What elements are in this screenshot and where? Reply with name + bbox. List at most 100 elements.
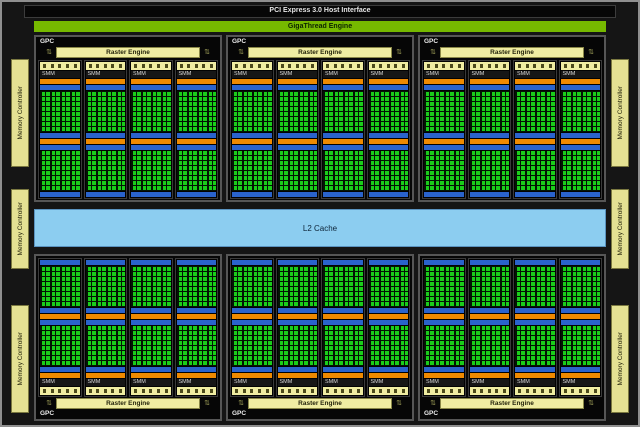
warp-scheduler-bar — [40, 79, 80, 84]
smm-label: SMM — [369, 71, 409, 78]
cuda-core-grid — [323, 91, 363, 132]
smm-label: SMM — [232, 379, 272, 386]
register-file-bar — [424, 145, 464, 150]
register-file-bar — [323, 308, 363, 313]
warp-scheduler-bar — [561, 139, 601, 144]
load-store-texture-bar — [177, 133, 217, 138]
gpc-label: GPC — [38, 38, 218, 46]
register-file-bar — [278, 85, 318, 90]
polymorph-icon — [157, 64, 160, 68]
register-file-bar — [369, 145, 409, 150]
polymorph-icon — [427, 389, 430, 393]
smm-unit-1-2: SMM — [321, 60, 365, 199]
smm-unit-3-0: SMM — [38, 258, 82, 397]
polymorph-icon — [503, 389, 506, 393]
memory-controller-bar-right-2: Memory Controller — [611, 305, 629, 413]
register-file-bar — [561, 367, 601, 372]
smm-unit-5-3: SMM — [559, 258, 603, 397]
polymorph-icon — [266, 389, 269, 393]
cuda-core-grid — [424, 151, 464, 192]
register-file-bar — [278, 308, 318, 313]
load-store-texture-bar — [369, 133, 409, 138]
smm-label: SMM — [40, 71, 80, 78]
register-file-bar — [323, 367, 363, 372]
register-file-bar — [86, 85, 126, 90]
polymorph-icon — [341, 389, 344, 393]
cuda-core-grid — [131, 326, 171, 367]
warp-scheduler-bar — [561, 314, 601, 319]
polymorph-icon — [142, 64, 145, 68]
gpc-block-0: GPC⇅Raster Engine⇅SMMSMMSMMSMM — [34, 35, 222, 202]
polymorph-icon — [594, 389, 597, 393]
viewport-arrows-icon: ⇅ — [428, 48, 438, 57]
load-store-texture-bar — [515, 192, 555, 197]
register-file-bar — [232, 308, 272, 313]
smm-label: SMM — [278, 379, 318, 386]
polymorph-icon — [89, 64, 92, 68]
warp-scheduler-bar — [470, 373, 510, 378]
cuda-core-grid — [323, 151, 363, 192]
register-file-bar — [515, 85, 555, 90]
cuda-core-grid — [369, 266, 409, 307]
load-store-texture-bar — [131, 192, 171, 197]
polymorph-engine-bar — [515, 387, 555, 395]
register-file-bar — [515, 145, 555, 150]
viewport-arrows-icon: ⇅ — [202, 48, 212, 57]
polymorph-icon — [579, 389, 582, 393]
polymorph-icon — [51, 64, 54, 68]
raster-engine-bar: Raster Engine — [56, 47, 200, 58]
load-store-texture-bar — [177, 192, 217, 197]
warp-scheduler-bar — [470, 79, 510, 84]
polymorph-icon — [334, 64, 337, 68]
load-store-texture-bar — [424, 260, 464, 265]
gigathread-engine-bar: GigaThread Engine — [34, 21, 606, 32]
load-store-texture-bar — [515, 320, 555, 325]
cuda-core-grid — [232, 151, 272, 192]
smm-unit-2-2: SMM — [513, 60, 557, 199]
smm-label: SMM — [424, 71, 464, 78]
polymorph-icon — [458, 389, 461, 393]
polymorph-icon — [104, 389, 107, 393]
warp-scheduler-bar — [323, 139, 363, 144]
viewport-arrows-icon: ⇅ — [586, 399, 596, 408]
polymorph-icon — [149, 64, 152, 68]
smm-unit-3-1: SMM — [84, 258, 128, 397]
smm-unit-2-1: SMM — [468, 60, 512, 199]
register-file-bar — [232, 145, 272, 150]
smm-label: SMM — [131, 379, 171, 386]
polymorph-icon — [533, 64, 536, 68]
register-file-bar — [515, 367, 555, 372]
load-store-texture-bar — [232, 320, 272, 325]
viewport-arrows-icon: ⇅ — [394, 399, 404, 408]
smm-row: SMMSMMSMMSMM — [230, 60, 410, 199]
smm-unit-1-1: SMM — [276, 60, 320, 199]
load-store-texture-bar — [232, 192, 272, 197]
cuda-core-grid — [424, 326, 464, 367]
smm-unit-0-3: SMM — [175, 60, 219, 199]
gpc-block-4: SMMSMMSMMSMM⇅Raster Engine⇅GPC — [226, 254, 414, 421]
polymorph-engine-bar — [323, 387, 363, 395]
polymorph-icon — [43, 64, 46, 68]
smm-label: SMM — [177, 379, 217, 386]
polymorph-icon — [180, 64, 183, 68]
polymorph-engine-bar — [369, 62, 409, 70]
polymorph-icon — [341, 64, 344, 68]
polymorph-icon — [74, 64, 77, 68]
cuda-core-grid — [561, 326, 601, 367]
register-file-bar — [369, 367, 409, 372]
polymorph-engine-bar — [515, 62, 555, 70]
polymorph-icon — [165, 389, 168, 393]
polymorph-icon — [394, 389, 397, 393]
smm-unit-4-3: SMM — [367, 258, 411, 397]
load-store-texture-bar — [515, 260, 555, 265]
load-store-texture-bar — [278, 192, 318, 197]
smm-unit-2-3: SMM — [559, 60, 603, 199]
register-file-bar — [278, 367, 318, 372]
load-store-texture-bar — [323, 260, 363, 265]
pcie-host-interface-bar: PCI Express 3.0 Host Interface — [24, 5, 616, 18]
smm-label: SMM — [424, 379, 464, 386]
smm-label: SMM — [131, 71, 171, 78]
register-file-bar — [369, 308, 409, 313]
polymorph-icon — [258, 389, 261, 393]
viewport-arrows-icon: ⇅ — [428, 399, 438, 408]
